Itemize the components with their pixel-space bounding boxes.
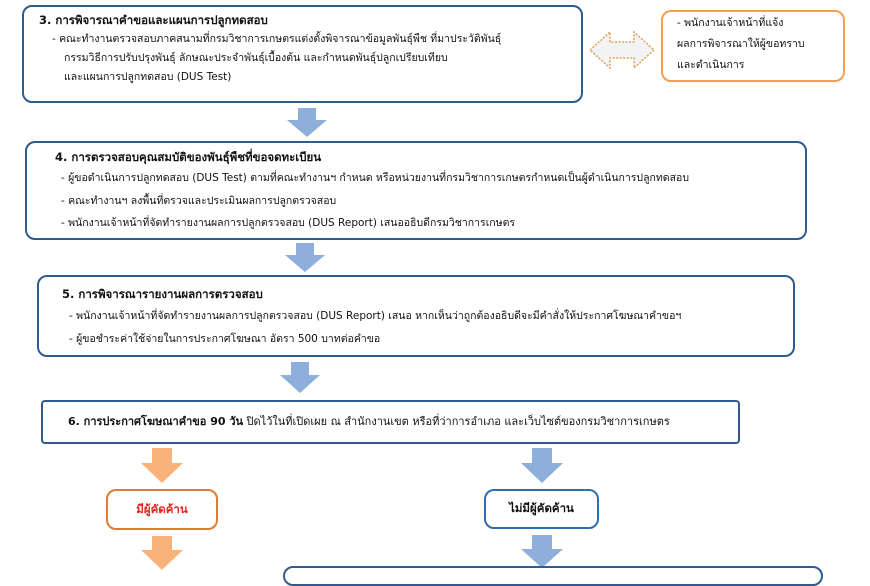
no-objection-box: ไม่มีผู้คัดค้าน	[484, 489, 599, 529]
down-arrow-icon	[280, 362, 320, 393]
step3-line-3: และแผนการปลูกทดสอบ (DUS Test)	[64, 71, 232, 83]
double-arrow-icon	[588, 30, 656, 70]
down-arrow-icon	[521, 448, 563, 483]
side-note-box: - พนักงานเจ้าหน้าที่แจ้ง ผลการพิจารณาให้…	[661, 10, 845, 82]
down-arrow-icon	[285, 243, 325, 272]
side-note-line-1: - พนักงานเจ้าหน้าที่แจ้ง	[677, 17, 784, 29]
step6-title: 6. การประกาศโฆษณาคำขอ 90 วัน	[68, 415, 244, 428]
step6-detail: ปิดไว้ในที่เปิดเผย ณ สำนักงานเขต หรือที่…	[243, 415, 670, 428]
step3-box: 3. การพิจารณาคำขอและแผนการปลูกทดสอบ - คณ…	[22, 5, 583, 103]
side-note-line-3: และดำเนินการ	[677, 59, 745, 71]
step3-title: 3. การพิจารณาคำขอและแผนการปลูกทดสอบ	[39, 13, 268, 27]
next-step-box-partial	[283, 566, 823, 586]
step5-line-2: - ผู้ขอชำระค่าใช้จ่ายในการประกาศโฆษณา อั…	[69, 333, 381, 345]
step6-box: 6. การประกาศโฆษณาคำขอ 90 วัน ปิดไว้ในที่…	[41, 400, 740, 444]
step5-box: 5. การพิจารณารายงานผลการตรวจสอบ - พนักงา…	[37, 275, 795, 357]
step6-text: 6. การประกาศโฆษณาคำขอ 90 วัน ปิดไว้ในที่…	[68, 414, 670, 430]
step5-title: 5. การพิจารณารายงานผลการตรวจสอบ	[62, 287, 263, 301]
step5-line-1: - พนักงานเจ้าหน้าที่จัดทำรายงานผลการปลูก…	[69, 310, 682, 322]
step4-line-2: - คณะทำงานฯ ลงพื้นที่ตรวจและประเมินผลการ…	[61, 195, 337, 207]
down-arrow-icon	[521, 535, 563, 568]
step4-title: 4. การตรวจสอบคุณสมบัติของพันธุ์พืชที่ขอจ…	[55, 150, 322, 164]
step3-line-1: - คณะทำงานตรวจสอบภาคสนามที่กรมวิชาการเกษ…	[52, 33, 502, 45]
step4-line-3: - พนักงานเจ้าหน้าที่จัดทำรายงานผลการปลูก…	[61, 217, 516, 229]
step3-line-2: กรรมวิธีการปรับปรุงพันธุ์ ลักษณะประจำพัน…	[64, 52, 448, 64]
down-arrow-icon	[141, 536, 183, 570]
down-arrow-icon	[141, 448, 183, 483]
objection-label: มีผู้คัดค้าน	[136, 501, 188, 516]
side-note-line-2: ผลการพิจารณาให้ผู้ขอทราบ	[677, 38, 805, 50]
no-objection-label: ไม่มีผู้คัดค้าน	[509, 501, 574, 515]
step4-line-1: - ผู้ขอดำเนินการปลูกทดสอบ (DUS Test) ตาม…	[61, 172, 690, 184]
objection-box: มีผู้คัดค้าน	[106, 489, 218, 530]
step4-box: 4. การตรวจสอบคุณสมบัติของพันธุ์พืชที่ขอจ…	[25, 141, 807, 240]
down-arrow-icon	[287, 108, 327, 137]
